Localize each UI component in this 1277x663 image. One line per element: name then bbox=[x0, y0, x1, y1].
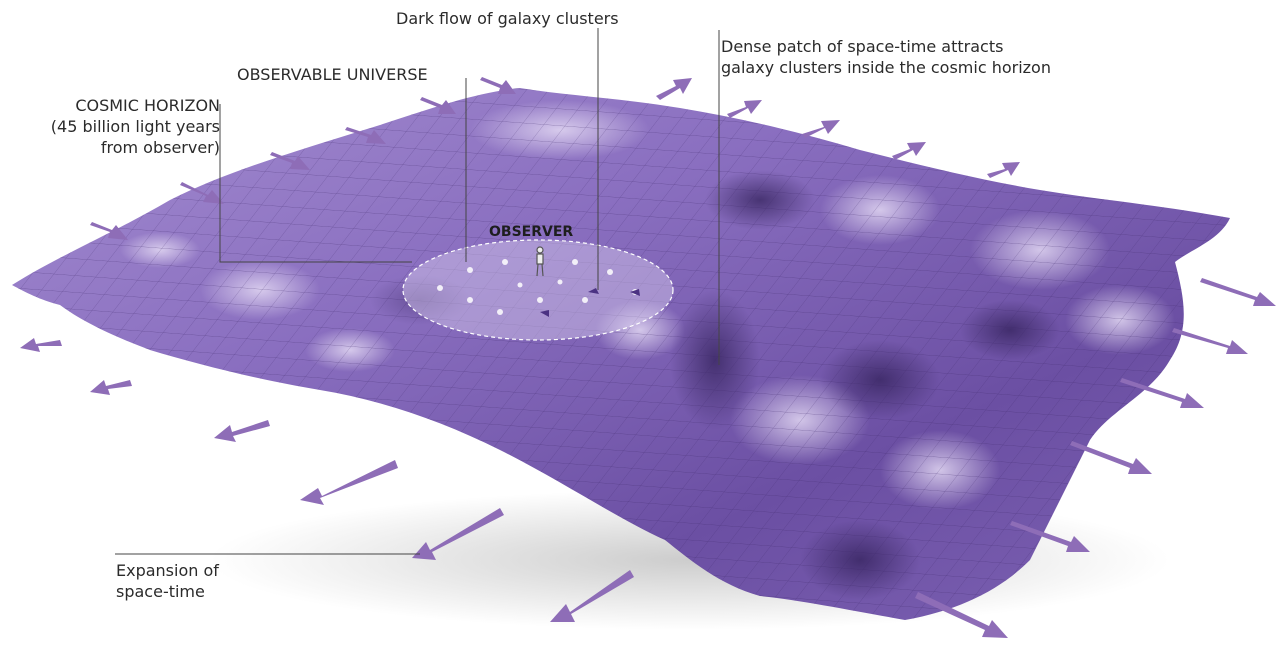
leader-lines bbox=[115, 28, 720, 555]
cosmic-horizon-line-2: (45 billion light years bbox=[50, 117, 220, 136]
cosmic-horizon-line-1: COSMIC HORIZON bbox=[75, 96, 220, 115]
expansion-arrows bbox=[20, 77, 1276, 638]
cosmic-horizon-label: COSMIC HORIZON (45 billion light years f… bbox=[20, 95, 220, 158]
dark-flow-label: Dark flow of galaxy clusters bbox=[396, 9, 619, 28]
cosmic-horizon-leader bbox=[219, 104, 412, 263]
expansion-line-2: space-time bbox=[116, 582, 205, 601]
dense-patch-line-1: Dense patch of space-time attracts bbox=[721, 37, 1004, 56]
observer-label: OBSERVER bbox=[489, 224, 574, 240]
observable-universe-label: OBSERVABLE UNIVERSE bbox=[237, 65, 428, 84]
expansion-label: Expansion of space-time bbox=[116, 560, 219, 602]
expansion-line-1: Expansion of bbox=[116, 561, 219, 580]
dense-patch-label: Dense patch of space-time attracts galax… bbox=[721, 36, 1051, 78]
dark-flow-arrow-icon bbox=[540, 288, 640, 317]
dense-patch-line-2: galaxy clusters inside the cosmic horizo… bbox=[721, 58, 1051, 77]
observable-universe-disc bbox=[402, 239, 674, 341]
observer-figure-icon bbox=[536, 246, 544, 277]
expansion-arrow-icon bbox=[20, 77, 1276, 638]
cosmic-horizon-line-3: from observer) bbox=[100, 138, 220, 157]
